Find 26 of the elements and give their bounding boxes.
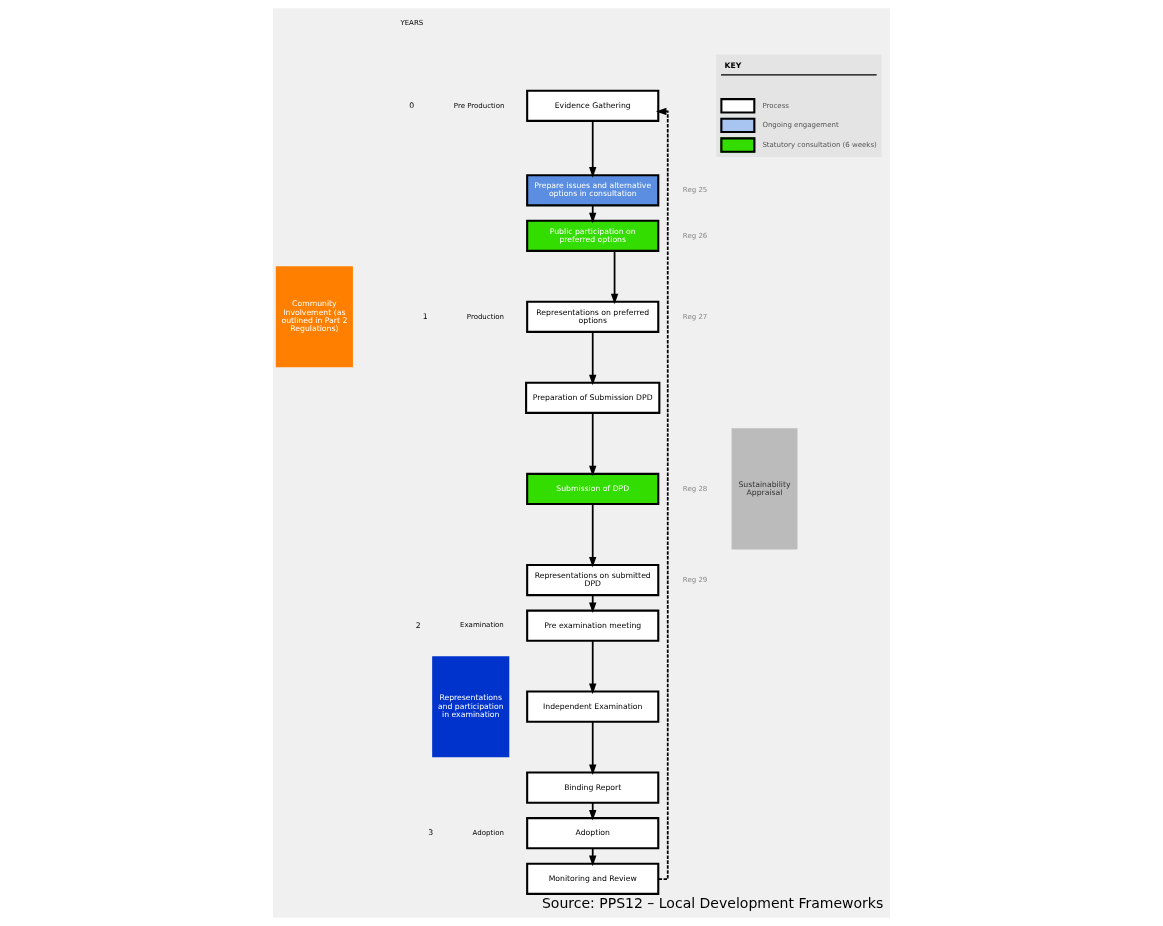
node-label: Reg 29 xyxy=(682,574,708,584)
arrow xyxy=(589,847,597,867)
legend-label: Ongoing engagement xyxy=(762,120,839,130)
arrow xyxy=(589,801,597,821)
arrow xyxy=(589,120,597,178)
arrow xyxy=(589,204,597,224)
node-label: Reg 27 xyxy=(682,311,708,321)
label: Production xyxy=(466,311,505,321)
node-label: Reg 26 xyxy=(682,230,708,240)
arrow xyxy=(589,721,597,776)
arrow xyxy=(589,503,597,568)
label: Adoption xyxy=(472,827,504,837)
node-label: Reg 28 xyxy=(682,483,708,493)
legend-label: Statutory consultation (6 weeks) xyxy=(762,139,877,149)
arrow xyxy=(610,250,619,305)
arrow xyxy=(589,331,597,386)
arrow xyxy=(589,640,597,695)
label: YEARS xyxy=(400,18,424,28)
arrow xyxy=(589,594,597,614)
label: Pre Production xyxy=(453,100,505,110)
arrow xyxy=(655,107,669,880)
node-label: Reg 25 xyxy=(682,185,708,195)
arrow xyxy=(589,412,597,477)
legend-label: Process xyxy=(762,100,789,110)
caption: Source: PPS12 – Local Development Frameworks xyxy=(541,894,884,911)
label: Examination xyxy=(460,620,504,630)
